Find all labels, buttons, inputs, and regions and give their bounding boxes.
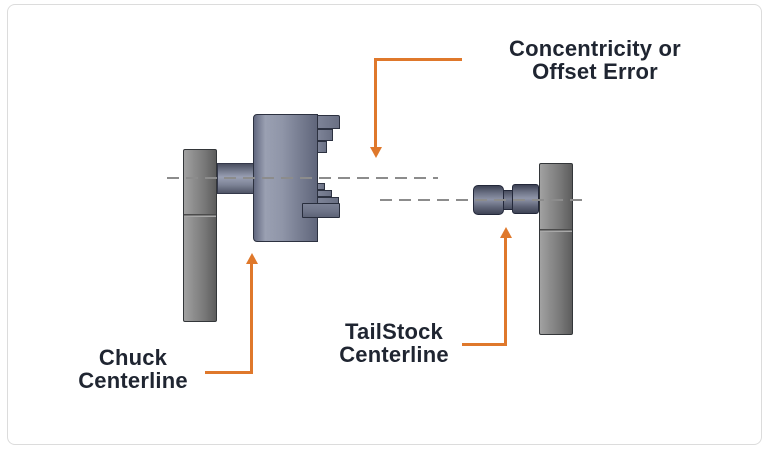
tailstock-support-bar-seam <box>540 229 572 232</box>
chuck-jaw-front <box>302 203 340 218</box>
arrow-up-icon <box>246 253 258 264</box>
chuck-centerline-dashed <box>167 177 438 179</box>
card-border <box>7 4 762 445</box>
chuck-support-bar <box>183 149 217 322</box>
concentricity-label: Concentricity or Offset Error <box>480 37 710 83</box>
arrow-up-icon <box>500 227 512 238</box>
arrow-down-icon <box>370 147 382 158</box>
tailstock-label-line2: Centerline <box>339 342 449 367</box>
chuck-centerline-label: Chuck Centerline <box>53 346 213 392</box>
chuck-jaw-step <box>318 129 333 141</box>
chuck-jaw-step <box>318 115 340 129</box>
chuck-jaw-step <box>318 190 332 197</box>
concentricity-label-line1: Concentricity or <box>509 36 681 61</box>
tailstock-centerline-dashed <box>380 199 584 201</box>
chuck-label-line2: Centerline <box>78 368 188 393</box>
concentricity-label-line2: Offset Error <box>532 59 658 84</box>
chuck-label-line1: Chuck <box>98 345 168 370</box>
chuck-jaw-step <box>318 141 327 153</box>
tailstock-leader-line <box>504 238 507 346</box>
chuck-leader-line <box>250 264 253 374</box>
tailstock-centerline-label: TailStock Centerline <box>314 320 474 366</box>
concentricity-leader-line <box>374 58 377 147</box>
concentricity-leader-line <box>377 58 462 61</box>
chuck-support-bar-seam <box>184 214 216 217</box>
tailstock-label-line1: TailStock <box>345 319 443 344</box>
chuck-jaw-step <box>318 183 325 190</box>
tailstock-support-bar <box>539 163 573 335</box>
chuck-leader-line <box>205 371 253 374</box>
tailstock-leader-line <box>462 343 507 346</box>
